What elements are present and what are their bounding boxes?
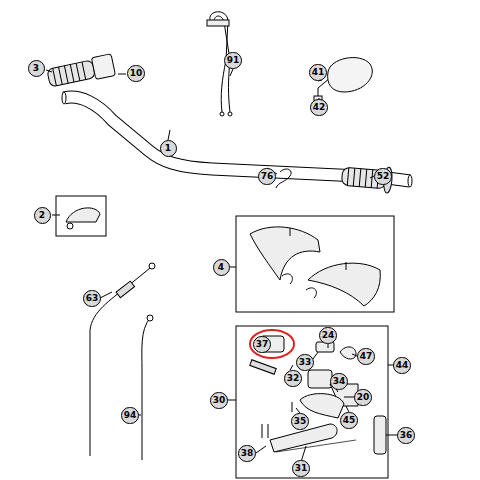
callout-number: 38 [238, 445, 257, 462]
callout-number: 1 [160, 140, 177, 157]
callout-number: 52 [374, 168, 393, 185]
callout-number: 2 [34, 207, 51, 224]
callout-number: 35 [291, 413, 310, 430]
callout-number: 36 [397, 427, 416, 444]
callout-number: 42 [310, 99, 329, 116]
callout-number: 91 [224, 52, 243, 69]
callout-number: 45 [340, 412, 359, 429]
callout-number: 24 [319, 327, 338, 344]
callout-number: 10 [127, 65, 146, 82]
callout-number: 4 [213, 259, 230, 276]
callout-number: 32 [284, 370, 303, 387]
callout-number: 30 [210, 392, 229, 409]
callout-number: 34 [330, 373, 349, 390]
callout-number: 20 [354, 389, 373, 406]
callout-number: 44 [393, 357, 412, 374]
callout-number: 47 [357, 348, 376, 365]
callout-number: 3 [28, 60, 45, 77]
callout-number: 37 [253, 336, 272, 353]
callout-number: 31 [292, 460, 311, 477]
callout-number: 63 [83, 290, 102, 307]
callout-number: 33 [296, 354, 315, 371]
callout-number: 76 [258, 168, 277, 185]
callout-number: 94 [121, 407, 140, 424]
callout-number: 41 [309, 64, 328, 81]
